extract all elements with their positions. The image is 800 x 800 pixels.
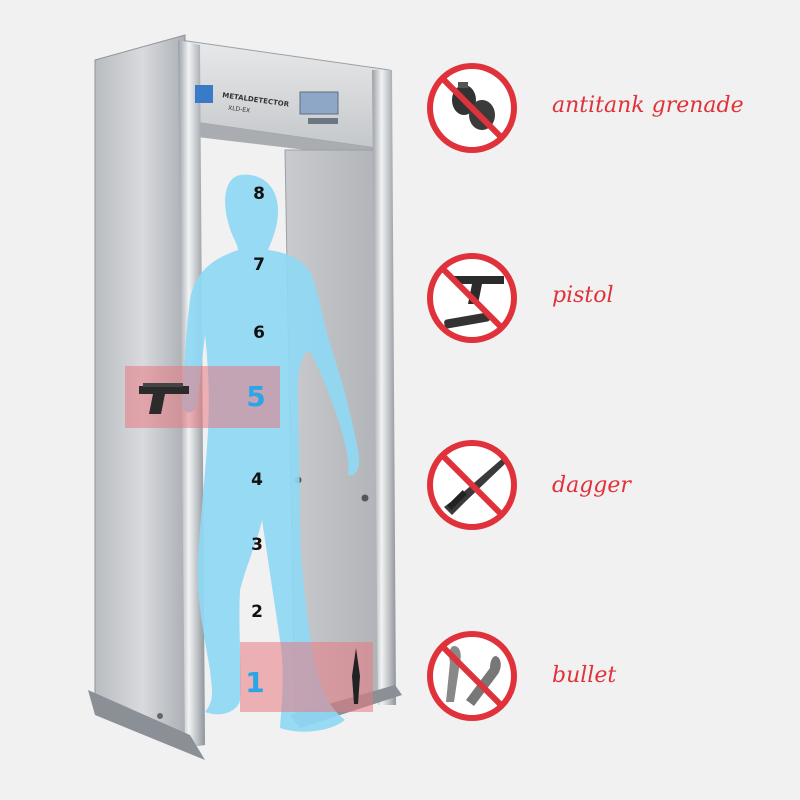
alarm-highlight-zone-1 [240,642,373,712]
prohibited-item-label: pistol [552,283,614,308]
zone-number-highlighted: 1 [245,666,265,699]
zone-number: 7 [253,255,265,275]
prohibited-item-label: bullet [552,663,617,688]
prohibited-item-label: antitank grenade [552,93,744,118]
no-pistol-icon [427,253,517,343]
knife-in-zone-icon [352,648,360,704]
no-dagger-icon [427,440,517,530]
zone-number-highlighted: 5 [246,380,266,413]
alarm-highlight-zone-5 [125,366,280,428]
zone-number: 8 [253,184,265,204]
zone-number: 2 [251,602,263,622]
no-grenade-icon [427,63,517,153]
prohibited-item-label: dagger [552,473,631,498]
zone-number: 4 [251,470,263,490]
pistol-in-zone-icon [139,383,189,414]
zone-number: 6 [253,323,265,343]
zone-number: 3 [251,535,263,555]
no-bullet-icon [427,631,517,721]
